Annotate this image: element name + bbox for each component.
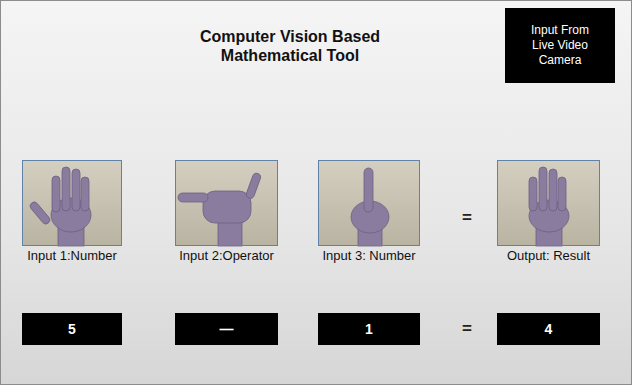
diagram-title: Computer Vision Based Mathematical Tool: [185, 27, 395, 65]
value-text: 5: [68, 321, 76, 337]
photo-caption: Input 2:Operator: [179, 248, 274, 263]
value-box: 4: [497, 313, 600, 345]
value-text: 4: [545, 321, 553, 337]
hand-photo-frame: Input 1:Number: [22, 160, 122, 246]
photo-caption: Output: Result: [507, 248, 590, 263]
photo-caption: Input 1:Number: [27, 248, 117, 263]
box-text: Input From Live Video Camera: [521, 23, 599, 68]
value-box: —: [175, 313, 278, 345]
hand-photo-frame: Input 2:Operator: [175, 160, 278, 246]
hand-photo-frame: Output: Result: [497, 160, 600, 246]
equals-sign: =: [462, 208, 472, 228]
value-box: 5: [22, 313, 122, 345]
equals-sign: =: [462, 319, 472, 339]
camera-input-box: Input From Live Video Camera: [505, 8, 615, 83]
value-text: —: [220, 321, 234, 337]
value-box: 1: [318, 313, 420, 345]
hand-photo-frame: Input 3: Number: [318, 160, 420, 246]
value-text: 1: [365, 321, 373, 337]
photo-caption: Input 3: Number: [322, 248, 415, 263]
